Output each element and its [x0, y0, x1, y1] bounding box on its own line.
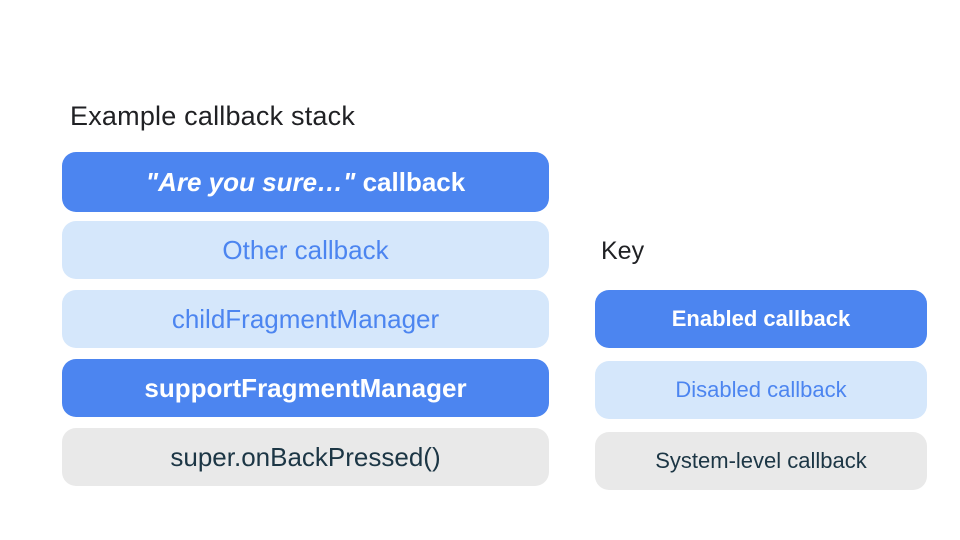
stack-item-label: childFragmentManager	[171, 303, 440, 334]
label-rest: callback	[355, 166, 466, 197]
stack-item-child-fragment-manager: childFragmentManager	[62, 290, 549, 348]
stack-item-label: supportFragmentManager	[144, 372, 467, 403]
key-item-enabled-callback: Enabled callback	[595, 290, 927, 348]
stack-item-support-fragment-manager: supportFragmentManager	[62, 359, 549, 417]
stack-item-label: Other callback	[222, 234, 389, 265]
key-item-label: System-level callback	[655, 448, 867, 473]
quoted-text: "Are you sure…"	[145, 166, 356, 197]
stack-item-super-on-back-pressed: super.onBackPressed()	[62, 428, 549, 486]
key-title: Key	[601, 237, 645, 265]
key-item-disabled-callback: Disabled callback	[595, 361, 927, 419]
diagram-title: Example callback stack	[70, 101, 356, 131]
key-item-label: Disabled callback	[675, 377, 847, 402]
stack-item-are-you-sure-callback: "Are you sure…" callback	[62, 152, 549, 212]
key-item-system-level-callback: System-level callback	[595, 432, 927, 490]
stack-item-other-callback: Other callback	[62, 221, 549, 279]
stack-item-label: "Are you sure…" callback	[146, 167, 465, 198]
key-item-label: Enabled callback	[671, 306, 851, 331]
stack-item-label: super.onBackPressed()	[170, 441, 441, 472]
